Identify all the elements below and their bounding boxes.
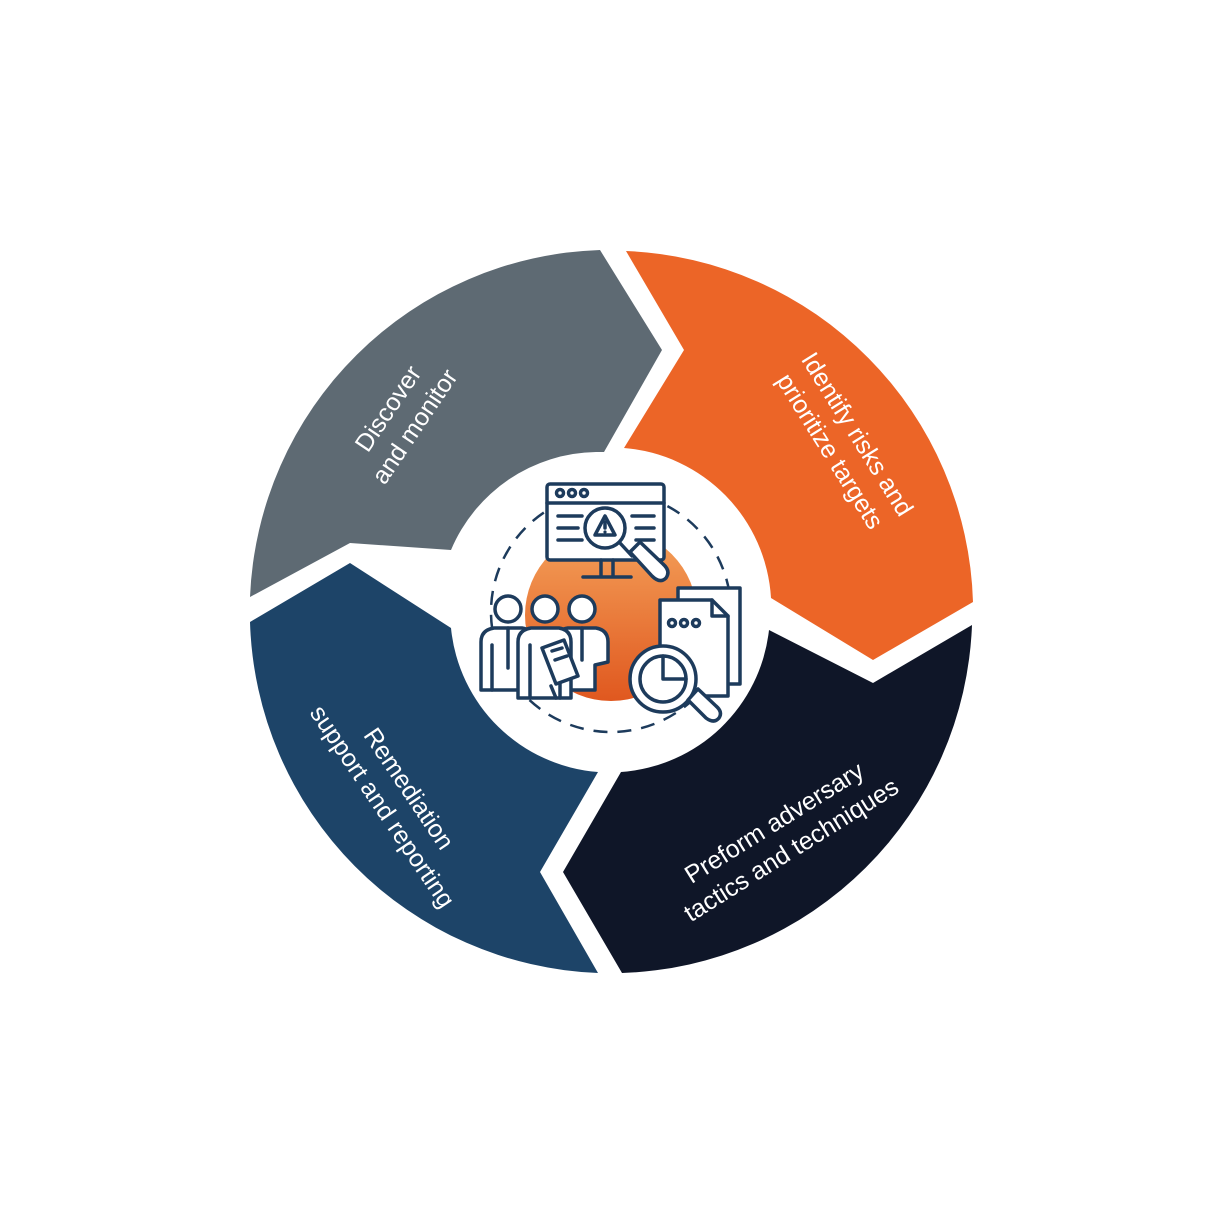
document-report-icon — [658, 586, 742, 698]
clipboard-icon — [540, 638, 580, 700]
segment-discover — [250, 250, 662, 597]
pie-chart-magnifier-icon — [628, 644, 723, 723]
magnifier-icon — [583, 506, 670, 583]
segment-identify — [624, 251, 973, 660]
segment-remediate — [250, 563, 598, 973]
segment-perform — [563, 625, 972, 973]
